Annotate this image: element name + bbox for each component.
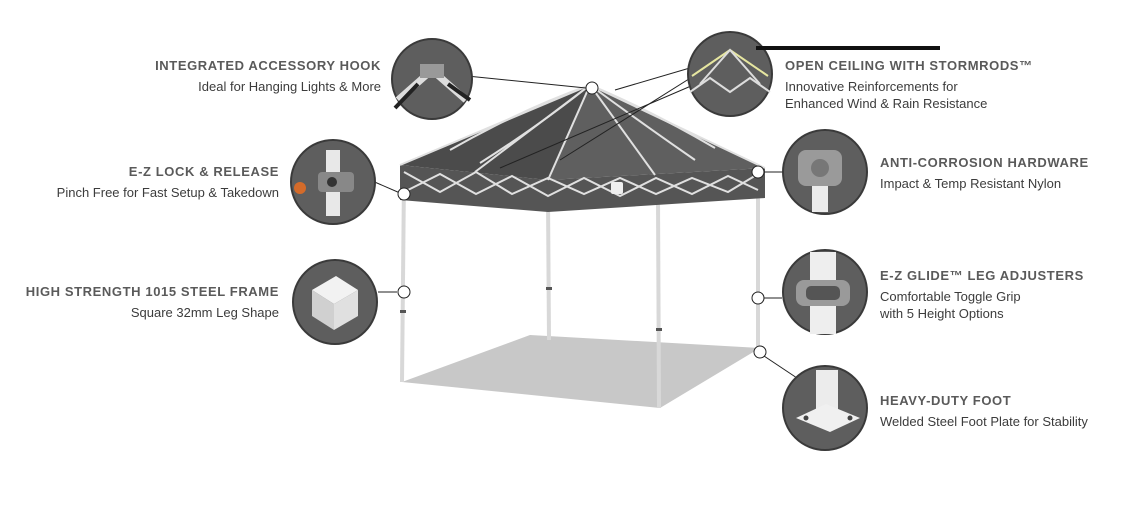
feature-description: Impact & Temp Resistant Nylon	[880, 176, 1062, 191]
feature-title: HIGH STRENGTH 1015 STEEL FRAME	[25, 284, 279, 299]
callout-steel-frame: HIGH STRENGTH 1015 STEEL FRAME Square 32…	[26, 284, 279, 321]
feature-description: Enhanced Wind & Rain Resistance	[785, 96, 988, 111]
tent-legs	[400, 177, 760, 409]
callout-anti-corrosion: ANTI-CORROSION HARDWARE Impact & Temp Re…	[880, 155, 1089, 192]
callout-accessory-hook: INTEGRATED ACCESSORY HOOK Ideal for Hang…	[155, 58, 381, 95]
feature-title: E-Z GLIDE™ LEG ADJUSTERS	[880, 268, 1084, 283]
feature-description: Ideal for Hanging Lights & More	[198, 79, 381, 94]
feature-title: ANTI-CORROSION HARDWARE	[880, 155, 1089, 170]
feature-description: Pinch Free for Fast Setup & Takedown	[56, 185, 279, 200]
canopy-valance	[400, 165, 765, 212]
feature-description: with 5 Height Options	[880, 306, 1004, 321]
canopy-logo-badge	[611, 182, 623, 194]
feature-description: Innovative Reinforcements for	[785, 79, 958, 94]
feature-title: E-Z LOCK & RELEASE	[128, 164, 279, 179]
leg-adjusters	[400, 287, 761, 331]
thumb-ez-lock	[290, 139, 376, 225]
thumb-heavy-duty-foot	[782, 365, 868, 451]
thumb-leg-adjusters	[782, 249, 868, 335]
thumb-steel-frame	[292, 259, 378, 345]
callout-ez-lock: E-Z LOCK & RELEASE Pinch Free for Fast S…	[57, 164, 279, 201]
canopy-roof-left	[400, 85, 590, 180]
feature-description: Square 32mm Leg Shape	[130, 305, 279, 320]
feature-description: Welded Steel Foot Plate for Stability	[880, 414, 1088, 429]
callout-heavy-duty-foot: HEAVY-DUTY FOOT Welded Steel Foot Plate …	[880, 393, 1088, 430]
feature-description: Comfortable Toggle Grip	[880, 289, 1021, 304]
callout-markers	[397, 81, 767, 359]
thumb-accessory-hook	[391, 38, 473, 120]
feature-title: OPEN CEILING WITH STORMRODS™	[785, 58, 1033, 73]
floor-shadow	[402, 335, 760, 408]
feature-title: HEAVY-DUTY FOOT	[880, 393, 1012, 408]
thumb-open-ceiling	[687, 31, 940, 117]
roof-frame	[399, 83, 766, 198]
callout-leg-adjusters: E-Z GLIDE™ LEG ADJUSTERS Comfortable Tog…	[880, 268, 1084, 322]
feature-title: INTEGRATED ACCESSORY HOOK	[155, 58, 381, 73]
callout-open-ceiling: OPEN CEILING WITH STORMRODS™ Innovative …	[785, 58, 1033, 112]
thumb-anti-corrosion	[782, 129, 868, 215]
